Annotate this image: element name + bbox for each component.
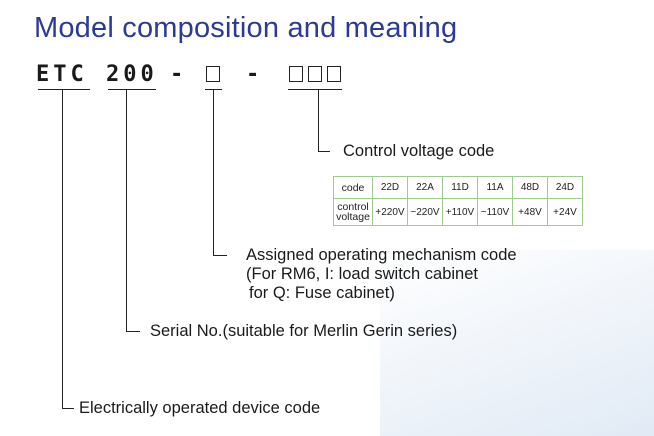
code-cell: 11A: [477, 176, 513, 199]
serial-leader-vertical: [126, 89, 128, 332]
mechanism-label-line-2: (For RM6, I: load switch cabinet: [246, 265, 478, 283]
voltage-cell: +220V: [372, 198, 408, 226]
voltage-leader-horizontal: [318, 151, 330, 153]
code-cell: 11D: [442, 176, 478, 199]
series-underline: [108, 89, 156, 91]
device-leader-horizontal: [62, 408, 74, 410]
voltage-code-box-1: [289, 66, 303, 82]
mechanism-code-box: [206, 66, 220, 82]
voltage-cell: +24V: [547, 198, 583, 226]
page-title: Model composition and meaning: [34, 12, 458, 44]
device-leader-vertical: [62, 89, 64, 409]
table-row: control voltage +220V ~220V +110V ~110V …: [333, 198, 583, 226]
mechanism-label-line-1: Assigned operating mechanism code: [246, 246, 517, 264]
code-cell: 22D: [372, 176, 408, 199]
mechanism-leader-vertical: [213, 89, 215, 256]
model-prefix: ETC: [36, 62, 88, 87]
model-series: 200: [106, 62, 158, 87]
voltage-cell: ~110V: [477, 198, 513, 226]
mechanism-leader-horizontal: [213, 255, 227, 257]
voltage-cell: +110V: [442, 198, 478, 226]
voltage-row-header: control voltage: [333, 198, 373, 226]
voltage-code-box-3: [327, 66, 341, 82]
table-row: code 22D 22A 11D 11A 48D 24D: [333, 176, 583, 199]
code-cell: 48D: [512, 176, 548, 199]
serial-label: Serial No.(suitable for Merlin Gerin ser…: [150, 322, 458, 340]
code-row-header: code: [333, 176, 373, 199]
code-cell: 22A: [407, 176, 443, 199]
voltage-underline: [288, 89, 342, 91]
voltage-cell: ~220V: [407, 198, 443, 226]
voltage-leader-vertical: [318, 89, 320, 152]
voltage-code-table: code 22D 22A 11D 11A 48D 24D control vol…: [333, 176, 583, 226]
voltage-cell: +48V: [512, 198, 548, 226]
code-cell: 24D: [547, 176, 583, 199]
background-wash: [380, 250, 654, 436]
device-label: Electrically operated device code: [79, 399, 321, 417]
mechanism-label-line-3: for Q: Fuse cabinet): [249, 284, 395, 302]
serial-leader-horizontal: [126, 331, 140, 333]
control-voltage-label: Control voltage code: [343, 142, 495, 160]
voltage-code-box-2: [308, 66, 322, 82]
prefix-underline: [38, 89, 90, 91]
mechanism-label: Assigned operating mechanism code (For R…: [246, 246, 517, 303]
model-dash-2: -: [246, 62, 264, 87]
model-dash-1: -: [170, 62, 188, 87]
